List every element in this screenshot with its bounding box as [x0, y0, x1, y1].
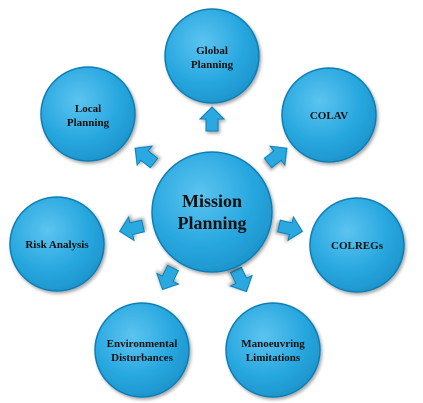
- arrow-to-risk-analysis: [118, 215, 145, 242]
- arrow-to-colregs: [277, 215, 304, 242]
- node-colregs: COLREGs: [309, 197, 405, 293]
- center-circle: [151, 151, 273, 273]
- node-label-line2: Planning: [67, 117, 110, 129]
- node-label-line1: Environmental: [107, 338, 178, 350]
- center-label-line1: Mission: [182, 191, 242, 211]
- arrow-to-local-planning: [134, 145, 159, 169]
- node-colav: COLAV: [281, 67, 377, 163]
- arrows-layer: [118, 106, 304, 293]
- arrow-to-colav: [263, 145, 288, 169]
- node-circle: [309, 197, 405, 293]
- node-local-planning: Local Planning: [40, 66, 136, 162]
- arrow-to-global-planning: [198, 106, 226, 132]
- center-node: Mission Planning: [151, 151, 273, 273]
- node-label-line1: COLREGs: [331, 240, 384, 252]
- arrow-to-manoeuvring-limitations: [229, 266, 253, 293]
- node-circle: [9, 196, 105, 292]
- node-global-planning: Global Planning: [164, 8, 260, 104]
- node-circle: [94, 302, 190, 398]
- node-label-line1: COLAV: [310, 110, 348, 122]
- arrow-to-environmental-disturbances: [156, 264, 180, 291]
- node-manoeuvring-limitations: Manoeuvring Limitations: [225, 302, 321, 398]
- node-label-line2: Planning: [191, 59, 234, 71]
- node-circle: [164, 8, 260, 104]
- node-risk-analysis: Risk Analysis: [9, 196, 105, 292]
- node-circle: [225, 302, 321, 398]
- node-circle: [281, 67, 377, 163]
- node-label-line2: Limitations: [246, 352, 301, 364]
- node-label-line2: Disturbances: [111, 352, 173, 364]
- node-label-line1: Manoeuvring: [241, 338, 305, 350]
- node-label-line1: Local: [75, 103, 101, 115]
- node-environmental-disturbances: Environmental Disturbances: [94, 302, 190, 398]
- center-label-line2: Planning: [177, 213, 246, 233]
- node-label-line1: Global: [196, 45, 228, 57]
- node-label-line1: Risk Analysis: [25, 239, 89, 251]
- node-circle: [40, 66, 136, 162]
